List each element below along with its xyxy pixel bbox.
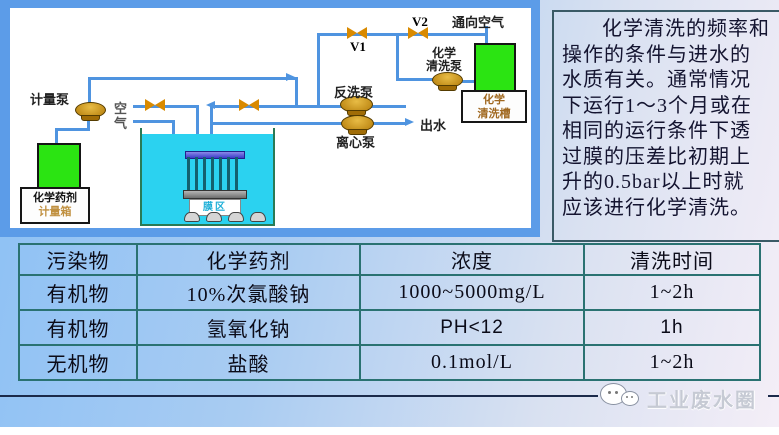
label-line: 计量箱: [38, 206, 72, 218]
air-label: 气: [114, 116, 128, 131]
text-line: 下运行1～3个月或在: [562, 94, 752, 117]
aeration-nozzle: [206, 212, 222, 222]
pipe: [396, 33, 399, 80]
pipe: [88, 77, 91, 105]
table-cell: 1~2h: [585, 276, 761, 311]
centrifugal-pump-icon: [341, 115, 374, 135]
to-air-label: 通向空气: [452, 15, 505, 30]
metering-pump-label: 计量泵: [30, 92, 70, 107]
text-line: 操作的条件与进水的: [562, 43, 751, 66]
centrifugal-pump-label: 离心泵: [336, 135, 376, 150]
watermark-text: 工业废水圈: [647, 390, 757, 412]
text-line: 水质有关。通常情况: [562, 69, 751, 91]
pipe: [133, 105, 199, 108]
table-cell: 无机物: [20, 346, 138, 381]
aeration-nozzle: [184, 212, 200, 222]
text-line: 化学清洗的频率和: [602, 18, 770, 40]
pipe: [55, 128, 58, 145]
chemical-agent-tank-label: 化学药剂 计量箱: [20, 187, 90, 224]
valve-icon: [145, 99, 165, 111]
chat-bubble-icon: [621, 391, 639, 406]
valve-v2-icon: [408, 27, 428, 39]
table-cell: 盐酸: [138, 346, 361, 381]
pipe: [457, 80, 476, 83]
pipe: [295, 77, 298, 107]
table-cell: PH<12: [361, 311, 585, 346]
text-line: 应该进行化学清洗。: [562, 196, 751, 219]
valve-v1-label: V1: [350, 39, 366, 54]
pipe: [88, 77, 298, 80]
pipe: [211, 122, 407, 125]
label-line: 化学药剂: [33, 192, 77, 204]
chemical-cleaning-pump-label: 清洗泵: [425, 59, 462, 73]
pipe: [133, 120, 175, 123]
table-header-cell: 清洗时间: [585, 245, 761, 276]
table-cell: 0.1mol/L: [361, 346, 585, 381]
flow-arrow-right-icon: [286, 73, 295, 81]
chemical-cleaning-pump-icon: [432, 72, 463, 91]
footer-divider: [0, 395, 598, 397]
aeration-nozzle: [228, 212, 244, 222]
chemical-cleaning-tank-label: 化学 清洗槽: [461, 90, 527, 123]
diagram-canvas: 膜区 化学药剂 计量箱 化学 清洗: [10, 8, 531, 228]
pipe: [210, 105, 213, 155]
pipe: [485, 26, 488, 54]
pipe: [396, 78, 439, 81]
aeration-nozzle: [250, 212, 266, 222]
text-line: 升的0.5bar以上时就: [562, 171, 745, 193]
chemical-cleaning-tank: [474, 43, 516, 92]
table-cell: 有机物: [20, 311, 138, 346]
valve-icon: [239, 99, 259, 111]
table-header-cell: 化学药剂: [138, 245, 361, 276]
label-line: 化学: [483, 94, 505, 106]
table-cell: 1000~5000mg/L: [361, 276, 585, 311]
backwash-pump-label: 反洗泵: [334, 85, 374, 100]
table-cell: 1~2h: [585, 346, 761, 381]
outlet-water-label: 出水: [420, 118, 447, 133]
air-label: 空: [114, 101, 128, 116]
valve-v2-label: V2: [412, 14, 428, 29]
table-cell: 10%次氯酸钠: [138, 276, 361, 311]
text-line: 过膜的压差比初期上: [562, 145, 751, 168]
table-header-cell: 污染物: [20, 245, 138, 276]
pipe: [55, 128, 89, 131]
wechat-logo-icon: [600, 383, 642, 409]
text-line: 相同的运行条件下透: [562, 120, 751, 142]
membrane-module-bottom: [183, 190, 247, 199]
pipe: [317, 33, 320, 108]
flow-arrow-right-icon: [405, 118, 414, 126]
cleaning-table: 污染物 化学药剂 浓度 清洗时间 有机物 10%次氯酸钠 1000~5000mg…: [18, 243, 761, 381]
chemical-agent-tank: [37, 143, 81, 192]
table-header-cell: 浓度: [361, 245, 585, 276]
membrane-fibers: [187, 157, 241, 191]
valve-v1-icon: [347, 27, 367, 39]
description-text-box: 化学清洗的频率和 操作的条件与进水的 水质有关。通常情况 下运行1～3个月或在 …: [552, 10, 779, 242]
chemical-cleaning-pump-label: 化学: [431, 46, 456, 60]
process-diagram: 膜区 化学药剂 计量箱 化学 清洗: [0, 0, 540, 237]
metering-pump-icon: [75, 102, 106, 121]
pipe: [214, 105, 406, 108]
table-cell: 有机物: [20, 276, 138, 311]
table-cell: 1h: [585, 311, 761, 346]
pipe: [87, 119, 90, 131]
pipe: [317, 33, 488, 36]
footer-divider: [768, 395, 779, 397]
table-cell: 氢氧化钠: [138, 311, 361, 346]
pipe: [196, 105, 199, 153]
label-line: 清洗槽: [477, 108, 511, 120]
